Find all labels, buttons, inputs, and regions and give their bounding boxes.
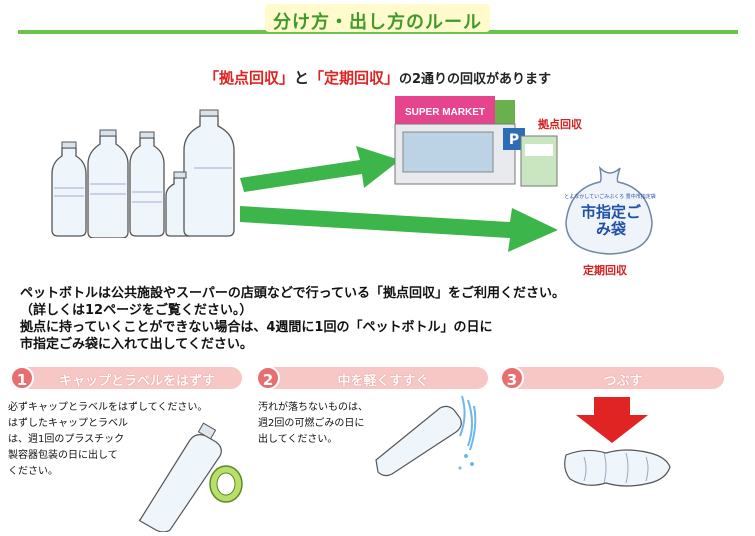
step-1-line: ください。 [8,466,58,477]
instructions-text: ペットボトルは公共施設やスーパーの店頭などで行っている「拠点回収」をご利用くださ… [20,285,735,353]
crush-bottle-illustration [564,397,671,487]
subtitle: 「拠点回収」と「定期回収」の2通りの回収があります [0,67,755,88]
step-1-number: 1 [10,366,34,390]
step-2-line: 出してください。 [258,434,338,445]
instructions-line: 拠点に持っていくことができない場合は、4週間に1回の「ペットボトル」の日に [20,320,493,335]
garbage-bag-icon: とよなかしていごみぶくろ 豊中市指定袋 [564,166,656,255]
step-1-line: 製容器包装の日に出して [8,450,118,461]
bottle-remove-cap-illustration [138,422,243,532]
step-3-title: つぶす [603,374,643,389]
header-stripe [18,30,738,34]
instructions-line: 市指定ごみ袋に入れて出してください。 [20,337,253,352]
step-1-line: は、週1回のプラスチック [8,434,125,445]
subtitle-suffix: の2通りの回収があります [399,72,552,87]
bottle-rinse-illustration [375,395,477,477]
subtitle-base-collection: 「拠点回収」 [203,69,294,87]
header-background [265,4,490,32]
page-title: 分け方・出し方のルール [273,12,482,33]
subtitle-and: と [293,69,309,87]
bottles-illustration [51,109,235,238]
step-1-line: 必ずキャップとラベルをはずしてください。 [8,402,208,413]
step-3-header: 3 つぶす [500,366,724,390]
subtitle-regular-collection: 「定期回収」 [308,69,399,87]
step-2-line: 週2回の可燃ごみの日に [258,418,365,429]
step-3-number: 3 [500,366,524,390]
step-1-header: 1 キャップとラベルをはずす [10,366,242,390]
step-1-line: はずしたキャップとラベル [8,418,128,429]
store-sign: SUPER MARKET [405,107,485,118]
step-2-line: 汚れが落ちないものは、 [258,402,368,413]
instructions-line: ペットボトルは公共施設やスーパーの店頭などで行っている「拠点回収」をご利用くださ… [20,286,565,301]
step-2-number: 2 [256,366,280,390]
supermarket-icon: SUPER MARKET P [394,96,558,187]
bag-small-text: とよなかしていごみぶくろ 豊中市指定袋 [564,193,655,200]
label-base-collection: 拠点回収 [538,118,582,131]
instructions-line: （詳しくは12ページをご覧ください。） [20,303,253,318]
step-2-text: 汚れが落ちないものは、 週2回の可燃ごみの日に 出してください。 [258,400,368,448]
step-2-header: 2 中を軽くすすぐ [256,366,488,390]
arrows-illustration [240,146,558,252]
label-regular-collection: 定期回収 [583,264,627,277]
step-1-text: 必ずキャップとラベルをはずしてください。 はずしたキャップとラベル は、週1回の… [8,400,207,480]
step-2-title: 中を軽くすすぐ [337,374,429,389]
step-1-title: キャップとラベルをはずす [58,374,215,389]
bag-big-text: 市指定ごみ袋 [580,203,641,238]
svg-text:P: P [509,132,519,148]
